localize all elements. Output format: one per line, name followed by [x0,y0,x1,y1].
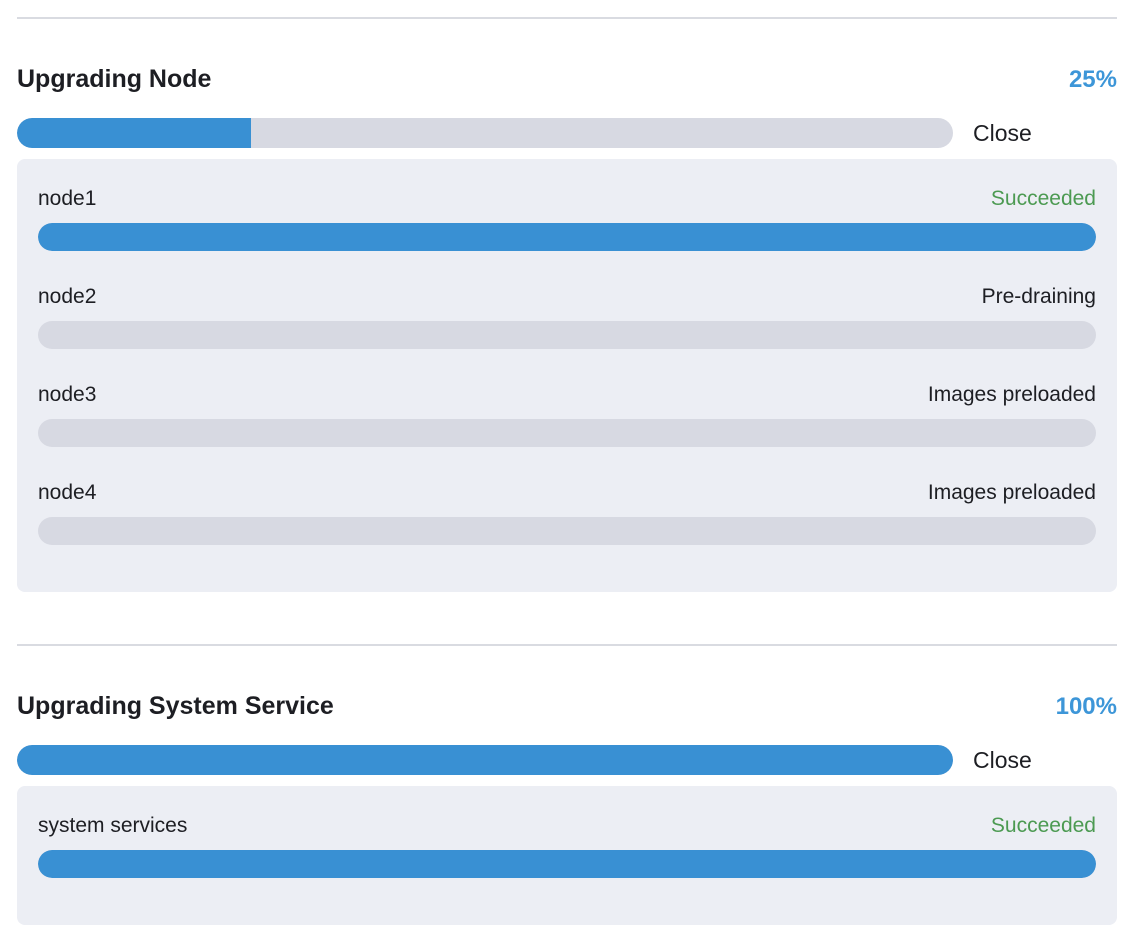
item-name: system services [38,814,188,837]
section-divider [17,644,1117,646]
node-row-head: system services Succeeded [38,813,1096,839]
section-divider [17,17,1117,19]
item-status: Images preloaded [927,383,1096,406]
close-button[interactable]: Close [973,119,1032,146]
section-percent: 25% [1068,66,1117,93]
progress-panel: node1 Succeeded node2 Pre-draining node3… [17,159,1117,592]
sections-root: Upgrading Node 25% Close node1 Succeeded… [17,17,1117,925]
item-name: node4 [38,481,97,504]
node-row: node4 Images preloaded [38,480,1096,545]
item-progress-track [38,321,1096,349]
section-percent: 100% [1055,693,1117,720]
item-name: node2 [38,285,97,308]
node-row-head: node1 Succeeded [38,186,1096,212]
item-progress-fill [38,850,1096,878]
section-title: Upgrading Node [17,65,212,93]
node-row-head: node3 Images preloaded [38,382,1096,408]
node-row: node1 Succeeded [38,186,1096,251]
item-status: Succeeded [990,187,1096,210]
node-row: node2 Pre-draining [38,284,1096,349]
item-progress-track [38,517,1096,545]
main-progress-track [17,745,953,775]
upgrade-section: Upgrading System Service 100% Close syst… [17,644,1117,925]
main-progress-row: Close [17,118,1117,148]
item-name: node1 [38,187,97,210]
section-header: Upgrading System Service 100% [17,689,1117,723]
progress-panel: system services Succeeded [17,786,1117,925]
item-progress-fill [38,223,1096,251]
item-progress-track [38,223,1096,251]
close-button[interactable]: Close [973,746,1032,773]
item-progress-track [38,850,1096,878]
node-row: node3 Images preloaded [38,382,1096,447]
item-status: Succeeded [990,814,1096,837]
item-status: Images preloaded [927,481,1096,504]
main-progress-track [17,118,953,148]
node-row: system services Succeeded [38,813,1096,878]
upgrade-section: Upgrading Node 25% Close node1 Succeeded… [17,17,1117,592]
section-header: Upgrading Node 25% [17,62,1117,96]
item-status: Pre-draining [981,285,1096,308]
item-name: node3 [38,383,97,406]
node-row-head: node2 Pre-draining [38,284,1096,310]
main-progress-row: Close [17,745,1117,775]
main-progress-fill [17,745,953,775]
node-row-head: node4 Images preloaded [38,480,1096,506]
section-title: Upgrading System Service [17,692,334,720]
main-progress-fill [17,118,251,148]
item-progress-track [38,419,1096,447]
